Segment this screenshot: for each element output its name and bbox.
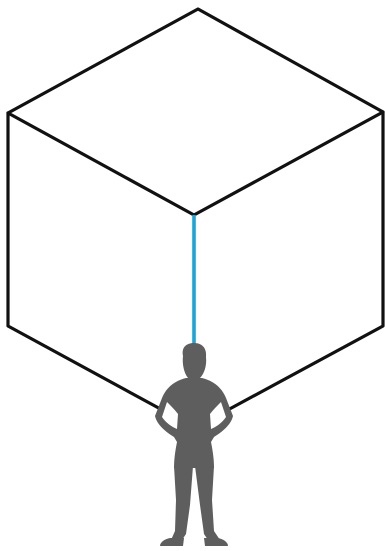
person-silhouette: [155, 343, 233, 546]
person-torso: [155, 378, 233, 468]
person-right-foot: [204, 538, 228, 546]
person-right-leg: [195, 466, 220, 540]
person-left-foot: [160, 538, 184, 546]
person-hair: [183, 343, 207, 378]
cube-top-face: [8, 9, 383, 215]
person-left-leg: [171, 466, 193, 540]
